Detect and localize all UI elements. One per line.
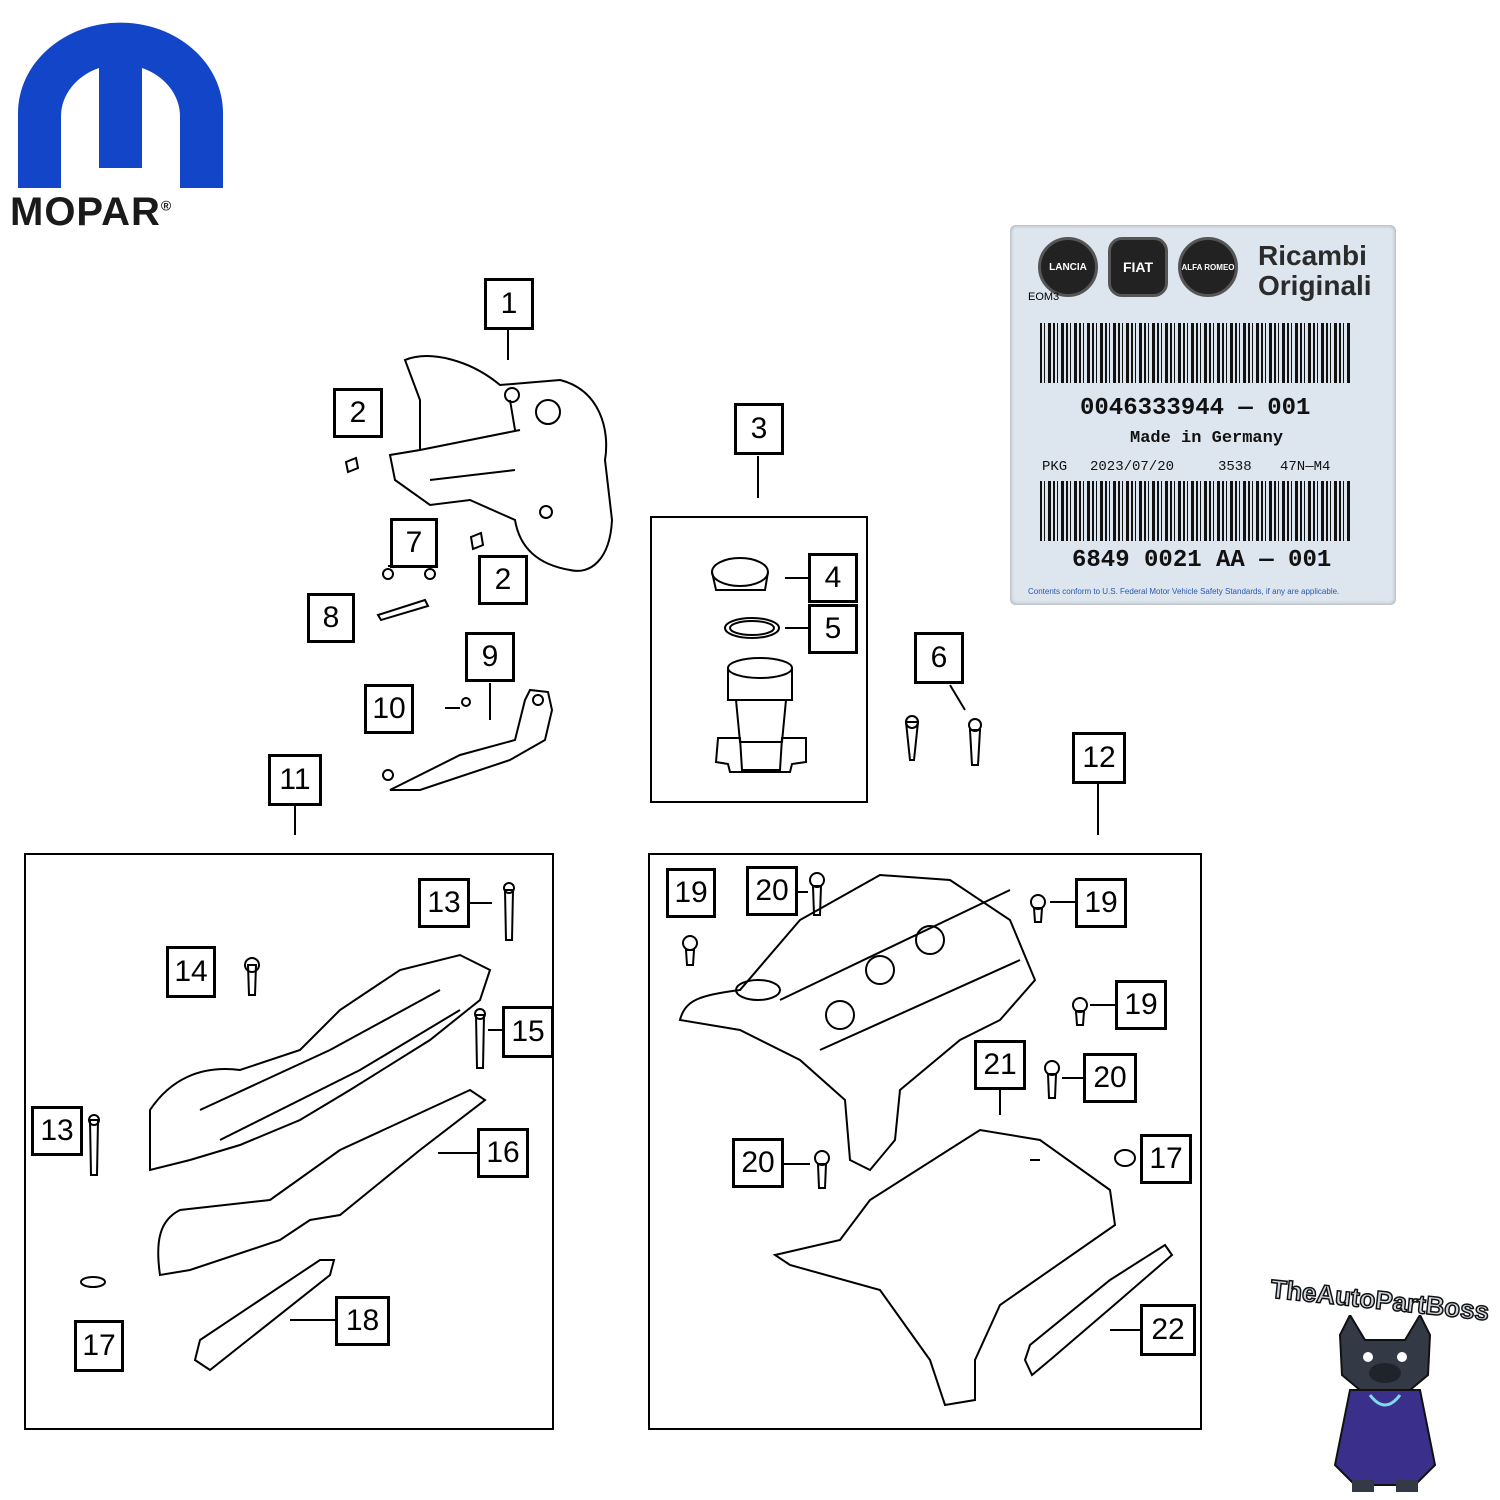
callout-20b: 20 <box>1083 1053 1137 1103</box>
callout-9: 9 <box>465 632 515 682</box>
callout-19b: 19 <box>1075 878 1127 928</box>
callout-20c: 20 <box>732 1138 784 1188</box>
callout-17a: 17 <box>74 1320 124 1372</box>
part-code-1: 0046333944 — 001 <box>1080 395 1311 422</box>
callout-12: 12 <box>1072 732 1126 784</box>
alfa-romeo-badge: ALFA ROMEO <box>1178 237 1238 297</box>
callout-14: 14 <box>166 946 216 998</box>
callout-5: 5 <box>808 604 858 654</box>
callout-11: 11 <box>268 754 322 806</box>
pkg-date: 2023/07/20 <box>1090 459 1175 475</box>
part-code-2: 6849 0021 AA — 001 <box>1072 547 1332 574</box>
callout-2a: 2 <box>333 388 383 438</box>
callout-13a: 13 <box>418 878 470 928</box>
panel-left-cover <box>24 853 554 1430</box>
fiat-badge: FIAT <box>1108 237 1168 297</box>
made-in: Made in Germany <box>1130 429 1284 448</box>
callout-8: 8 <box>307 593 355 643</box>
pkg-m4: 47N—M4 <box>1280 459 1331 475</box>
callout-1: 1 <box>484 278 534 330</box>
callout-15: 15 <box>502 1006 554 1058</box>
mopar-m-logo <box>18 22 223 188</box>
callout-19c: 19 <box>1115 980 1167 1030</box>
callout-4: 4 <box>808 553 858 603</box>
callout-18: 18 <box>335 1296 390 1346</box>
callout-6: 6 <box>914 632 964 684</box>
barcode-bottom <box>1040 481 1350 541</box>
pkg-lot: 3538 <box>1218 459 1252 475</box>
panel-oil-filler <box>650 516 868 803</box>
callout-7: 7 <box>390 518 438 568</box>
callout-2b: 2 <box>478 555 528 605</box>
panel-right-cover <box>648 853 1202 1430</box>
callout-3: 3 <box>734 403 784 455</box>
lancia-badge: LANCIA <box>1038 237 1098 297</box>
eom-code: EOM3 <box>1028 291 1060 303</box>
callout-21: 21 <box>974 1040 1026 1090</box>
callout-20a: 20 <box>746 866 798 916</box>
callout-10: 10 <box>364 684 414 734</box>
callout-16: 16 <box>477 1128 529 1178</box>
callout-19a: 19 <box>666 868 716 918</box>
callout-22: 22 <box>1140 1304 1196 1356</box>
bulldog-mascot <box>1333 1315 1437 1492</box>
barcode-top <box>1040 323 1350 383</box>
callout-13b: 13 <box>31 1106 83 1156</box>
mopar-wordmark: MOPAR® <box>10 190 173 234</box>
callout-17b: 17 <box>1140 1134 1192 1184</box>
label-footer: Contents conform to U.S. Federal Motor V… <box>1028 587 1340 596</box>
pkg-label: PKG <box>1042 459 1068 475</box>
